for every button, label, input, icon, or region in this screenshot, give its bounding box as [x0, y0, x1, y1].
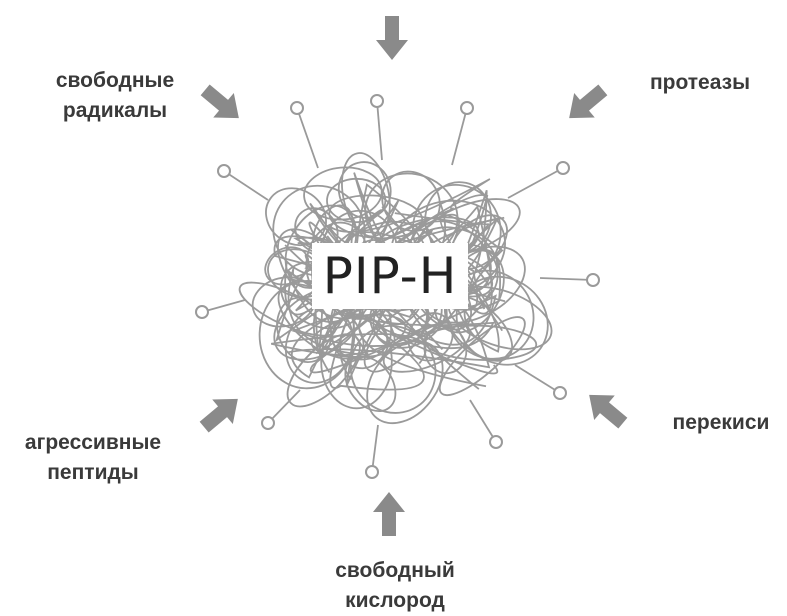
center-label-pip-h: PIP-H	[312, 243, 468, 309]
label-aggressive-peptides-line2: пептиды	[47, 461, 139, 484]
arrow-top-icon	[376, 16, 408, 60]
label-aggressive-peptides-line1: агрессивные	[24, 431, 162, 454]
pin-icon	[261, 389, 301, 430]
arrow-right-icon	[589, 394, 628, 429]
label-free-radicals-line2: радикалы	[62, 99, 168, 122]
pin-icon	[451, 101, 474, 166]
label-free-oxygen-line1: свободный	[335, 559, 455, 582]
tangle-loop	[303, 166, 383, 221]
pin-icon	[370, 94, 384, 161]
label-free-oxygen-line2: кислород	[345, 589, 445, 612]
label-free-radicals-line1: свободные	[55, 69, 175, 92]
pin-icon	[217, 164, 269, 201]
label-peroxides: перекиси	[660, 408, 782, 438]
label-proteases: протеазы	[630, 68, 770, 98]
label-free-radicals: свободные радикалы	[30, 66, 200, 126]
arrow-bottom-left-icon	[199, 398, 238, 433]
pin-icon	[290, 101, 319, 169]
pin-icon	[514, 364, 567, 400]
pin-icon	[539, 273, 600, 287]
arrow-top-right-icon	[569, 84, 608, 119]
arrow-top-left-icon	[200, 84, 239, 119]
pin-icon	[365, 424, 379, 479]
label-peroxides-line1: перекиси	[672, 411, 770, 434]
arrows	[199, 16, 628, 536]
tangle-loop	[438, 316, 526, 396]
arrow-bottom-icon	[373, 492, 405, 536]
polymer-chain-ends	[195, 94, 600, 479]
label-aggressive-peptides: агрессивные пептиды	[8, 428, 178, 488]
pin-icon	[507, 161, 570, 199]
label-free-oxygen: свободный кислород	[300, 556, 490, 616]
pin-icon	[195, 299, 246, 319]
pin-icon	[469, 399, 503, 449]
label-proteases-line1: протеазы	[649, 71, 751, 94]
tangle-loop	[349, 324, 437, 414]
